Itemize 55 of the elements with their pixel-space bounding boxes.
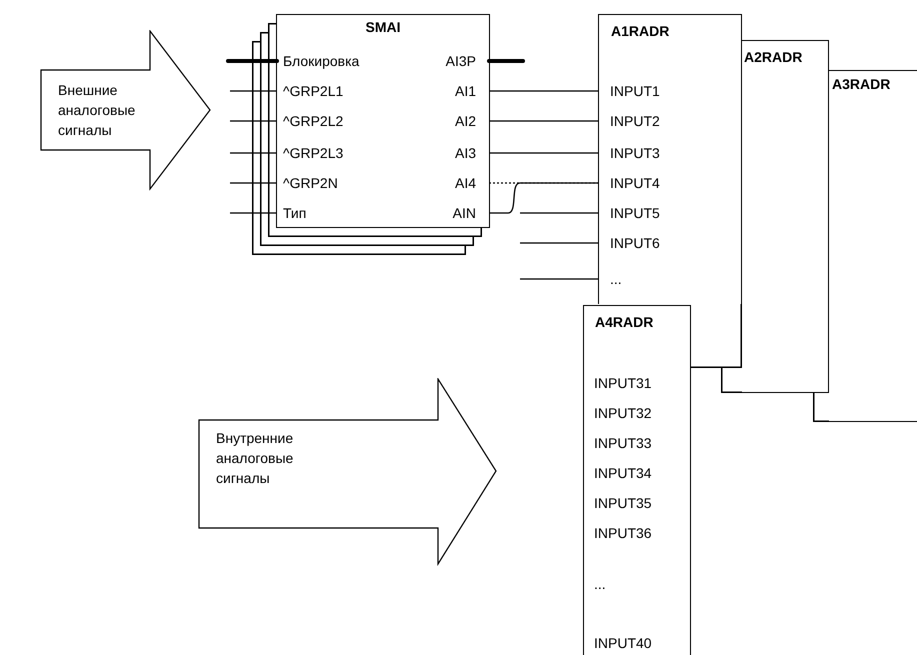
connector-line bbox=[489, 90, 599, 92]
block-title: A1RADR bbox=[611, 23, 670, 39]
pin-label: AIN bbox=[452, 205, 489, 221]
pin-label: INPUT6 bbox=[599, 235, 660, 251]
connector-line bbox=[520, 278, 599, 280]
connector-line bbox=[520, 212, 599, 214]
pin-label: INPUT33 bbox=[584, 435, 652, 451]
block-title: A3RADR bbox=[832, 76, 890, 92]
pin-label: INPUT35 bbox=[584, 495, 652, 511]
pin-label: INPUT40 bbox=[584, 635, 652, 651]
pin-label: INPUT5 bbox=[599, 205, 660, 221]
connector-line bbox=[230, 182, 277, 184]
pin-label: AI2 bbox=[454, 113, 489, 129]
pin-label: ^GRP2L2 bbox=[277, 113, 344, 129]
connector-line bbox=[230, 120, 277, 122]
pin-label: ^GRP2N bbox=[277, 175, 338, 191]
function-block bbox=[276, 14, 490, 228]
block-title: SMAI bbox=[364, 19, 402, 35]
pin-label: INPUT32 bbox=[584, 405, 652, 421]
pin-label: INPUT4 bbox=[599, 175, 660, 191]
connector-line bbox=[230, 152, 277, 154]
arrow-label: Внешние аналоговые сигналы bbox=[58, 81, 136, 140]
pin-label: AI4 bbox=[454, 175, 489, 191]
block-title: A4RADR bbox=[595, 314, 654, 330]
arrow-label: Внутренние аналоговые сигналы bbox=[216, 429, 294, 488]
pin-label: AI3 bbox=[454, 145, 489, 161]
pin-label: AI1 bbox=[454, 83, 489, 99]
bus-line bbox=[487, 59, 525, 63]
block-title: A2RADR bbox=[744, 49, 802, 65]
connector-line bbox=[489, 152, 599, 154]
pin-label: ... bbox=[599, 271, 622, 287]
pin-label: ^GRP2L1 bbox=[277, 83, 344, 99]
pin-label: INPUT3 bbox=[599, 145, 660, 161]
pin-label: Тип bbox=[277, 205, 306, 221]
connector-line bbox=[230, 90, 277, 92]
pin-label: INPUT34 bbox=[584, 465, 652, 481]
bus-line bbox=[226, 59, 279, 63]
pin-label: AI3P bbox=[446, 53, 489, 69]
pin-label: Блокировка bbox=[277, 53, 360, 69]
connector-line bbox=[489, 182, 599, 214]
function-block bbox=[583, 305, 691, 655]
pin-label: INPUT2 bbox=[599, 113, 660, 129]
function-block bbox=[742, 40, 829, 393]
block-arrow bbox=[198, 378, 498, 566]
connector-line bbox=[489, 120, 599, 122]
pin-label: ^GRP2L3 bbox=[277, 145, 344, 161]
pin-label: ... bbox=[584, 576, 606, 592]
connector-line bbox=[520, 242, 599, 244]
pin-label: INPUT36 bbox=[584, 525, 652, 541]
pin-label: INPUT1 bbox=[599, 83, 660, 99]
block-arrow bbox=[40, 30, 212, 192]
function-block bbox=[829, 70, 917, 422]
connector-line bbox=[230, 212, 277, 214]
function-block bbox=[598, 14, 742, 304]
pin-label: INPUT31 bbox=[584, 375, 652, 391]
